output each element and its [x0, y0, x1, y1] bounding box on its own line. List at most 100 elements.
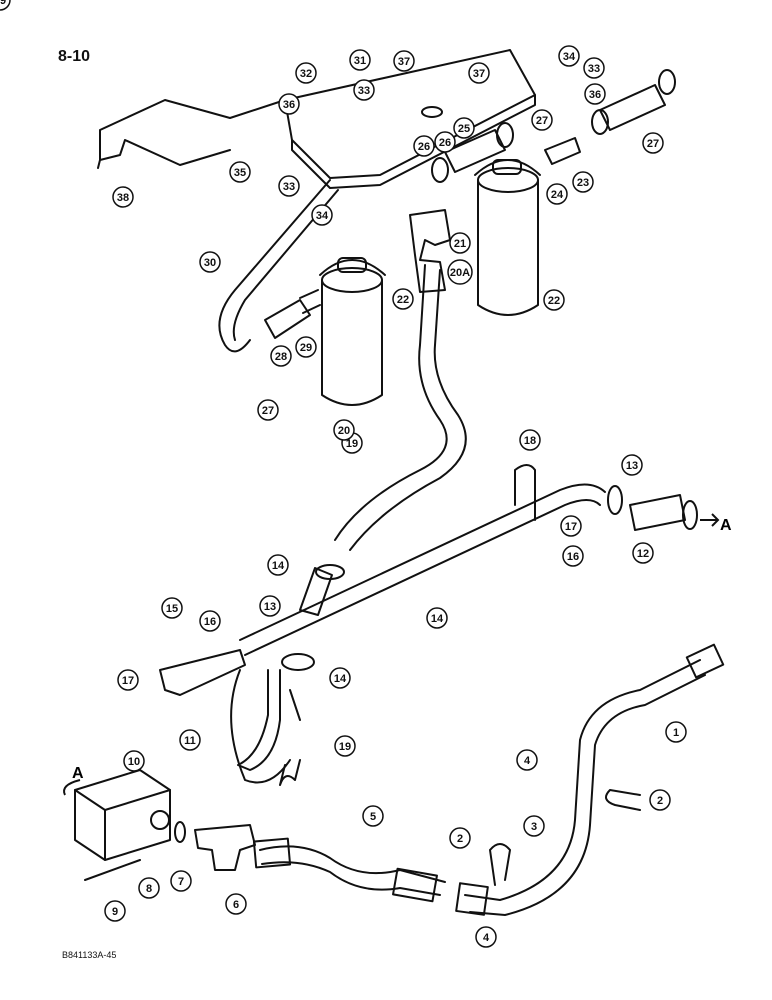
callout-14: 14: [329, 667, 351, 689]
valve-block: [74, 769, 171, 861]
callout-number: 6: [233, 899, 239, 911]
callout-27: 27: [257, 399, 279, 421]
callout-circle: [434, 131, 456, 153]
callout-number: 4: [524, 755, 531, 767]
callout-number: 4: [483, 932, 490, 944]
callout-number: 31: [354, 55, 366, 67]
callout-14: 14: [426, 607, 448, 629]
callout-number: 34: [316, 210, 329, 222]
callout-number: 15: [166, 603, 178, 615]
callout-number: 36: [283, 99, 295, 111]
callout-number: 7: [178, 876, 184, 888]
callout-number: 14: [431, 613, 444, 625]
callout-circle: [259, 595, 281, 617]
callout-circle: [632, 542, 654, 564]
callout-circle: [270, 345, 292, 367]
callout-number: 1: [673, 727, 679, 739]
callout-circle: [531, 109, 553, 131]
callout-13: 13: [259, 595, 281, 617]
callout-14: 14: [267, 554, 289, 576]
callout-number: 22: [548, 295, 560, 307]
callout-26: 26: [413, 135, 435, 157]
callout-circle: [558, 45, 580, 67]
bolt-9: [84, 859, 141, 881]
callout-number: 19: [339, 741, 351, 753]
callout-number: 23: [577, 177, 589, 189]
callout-25: 25: [453, 117, 475, 139]
callout-circle: [225, 893, 247, 915]
callout-circle: [278, 93, 300, 115]
callout-number: 37: [473, 68, 485, 80]
callout-32: 32: [295, 62, 317, 84]
callout-number: 29: [300, 342, 312, 354]
callout-4: 4: [475, 926, 497, 948]
callout-38: 38: [112, 186, 134, 208]
callout-2: 2: [649, 789, 671, 811]
callout-circle: [334, 735, 356, 757]
callout-number: 38: [117, 192, 129, 204]
callout-circle: [112, 186, 134, 208]
callout-circle: [468, 62, 490, 84]
callout-13: 13: [621, 454, 643, 476]
callout-number: 22: [397, 294, 409, 306]
callout-circle: [170, 870, 192, 892]
callout-circle: [138, 877, 160, 899]
connection-letter-left: A: [72, 765, 84, 782]
callout-circle: [584, 83, 606, 105]
callout-number: 27: [536, 115, 548, 127]
callout-number: 14: [334, 673, 347, 685]
callout-circle: [543, 289, 565, 311]
callout-number: 5: [370, 811, 376, 823]
callout-22: 22: [392, 288, 414, 310]
callout-34: 34: [311, 204, 333, 226]
callout-number: 25: [458, 123, 470, 135]
callout-circle: [311, 204, 333, 226]
callout-37: 37: [468, 62, 490, 84]
callout-circle: [475, 926, 497, 948]
callout-number: 27: [262, 405, 274, 417]
callout-number: 19: [346, 438, 358, 450]
callout-number: 13: [264, 601, 276, 613]
callout-number: 13: [626, 460, 638, 472]
callout-number: 2: [457, 833, 463, 845]
callout-circle: [161, 597, 183, 619]
callout-26: 26: [434, 131, 456, 153]
callout-number: 14: [272, 560, 285, 572]
callout-number: 30: [204, 257, 216, 269]
callout-circle: [257, 399, 279, 421]
callout-circle: [642, 132, 664, 154]
callout-17: 17: [117, 669, 139, 691]
callout-circle: [267, 554, 289, 576]
callout-circle: [413, 135, 435, 157]
callout-19: 19: [334, 735, 356, 757]
callout-number: 11: [184, 735, 196, 747]
callout-number: 20A: [450, 267, 470, 279]
filter-left: [319, 257, 386, 406]
callout-circle: [353, 79, 375, 101]
filter-right: [474, 159, 541, 316]
callout-number: 12: [637, 548, 649, 560]
callout-16: 16: [562, 545, 584, 567]
callout-12: 12: [632, 542, 654, 564]
callout-number: 37: [398, 56, 410, 68]
callout-circle: [295, 62, 317, 84]
callout-16: 16: [199, 610, 221, 632]
callout-number: 28: [275, 351, 287, 363]
callout-circle: [123, 750, 145, 772]
callout-number: 8: [146, 883, 152, 895]
callout-10: 10: [123, 750, 145, 772]
callout-number: 33: [588, 63, 600, 75]
callout-circle: [560, 515, 582, 537]
callout-number: 33: [358, 85, 370, 97]
callout-number: 39: [0, 0, 6, 7]
callout-circle: [449, 232, 471, 254]
page-number: 8-10: [58, 48, 91, 65]
callout-2: 2: [449, 827, 471, 849]
callout-number: 17: [565, 521, 577, 533]
callout-36: 36: [278, 93, 300, 115]
callout-11: 11: [179, 729, 201, 751]
callout-circle: [0, 0, 11, 11]
callout-circle: [516, 749, 538, 771]
callout-circle: [104, 900, 126, 922]
